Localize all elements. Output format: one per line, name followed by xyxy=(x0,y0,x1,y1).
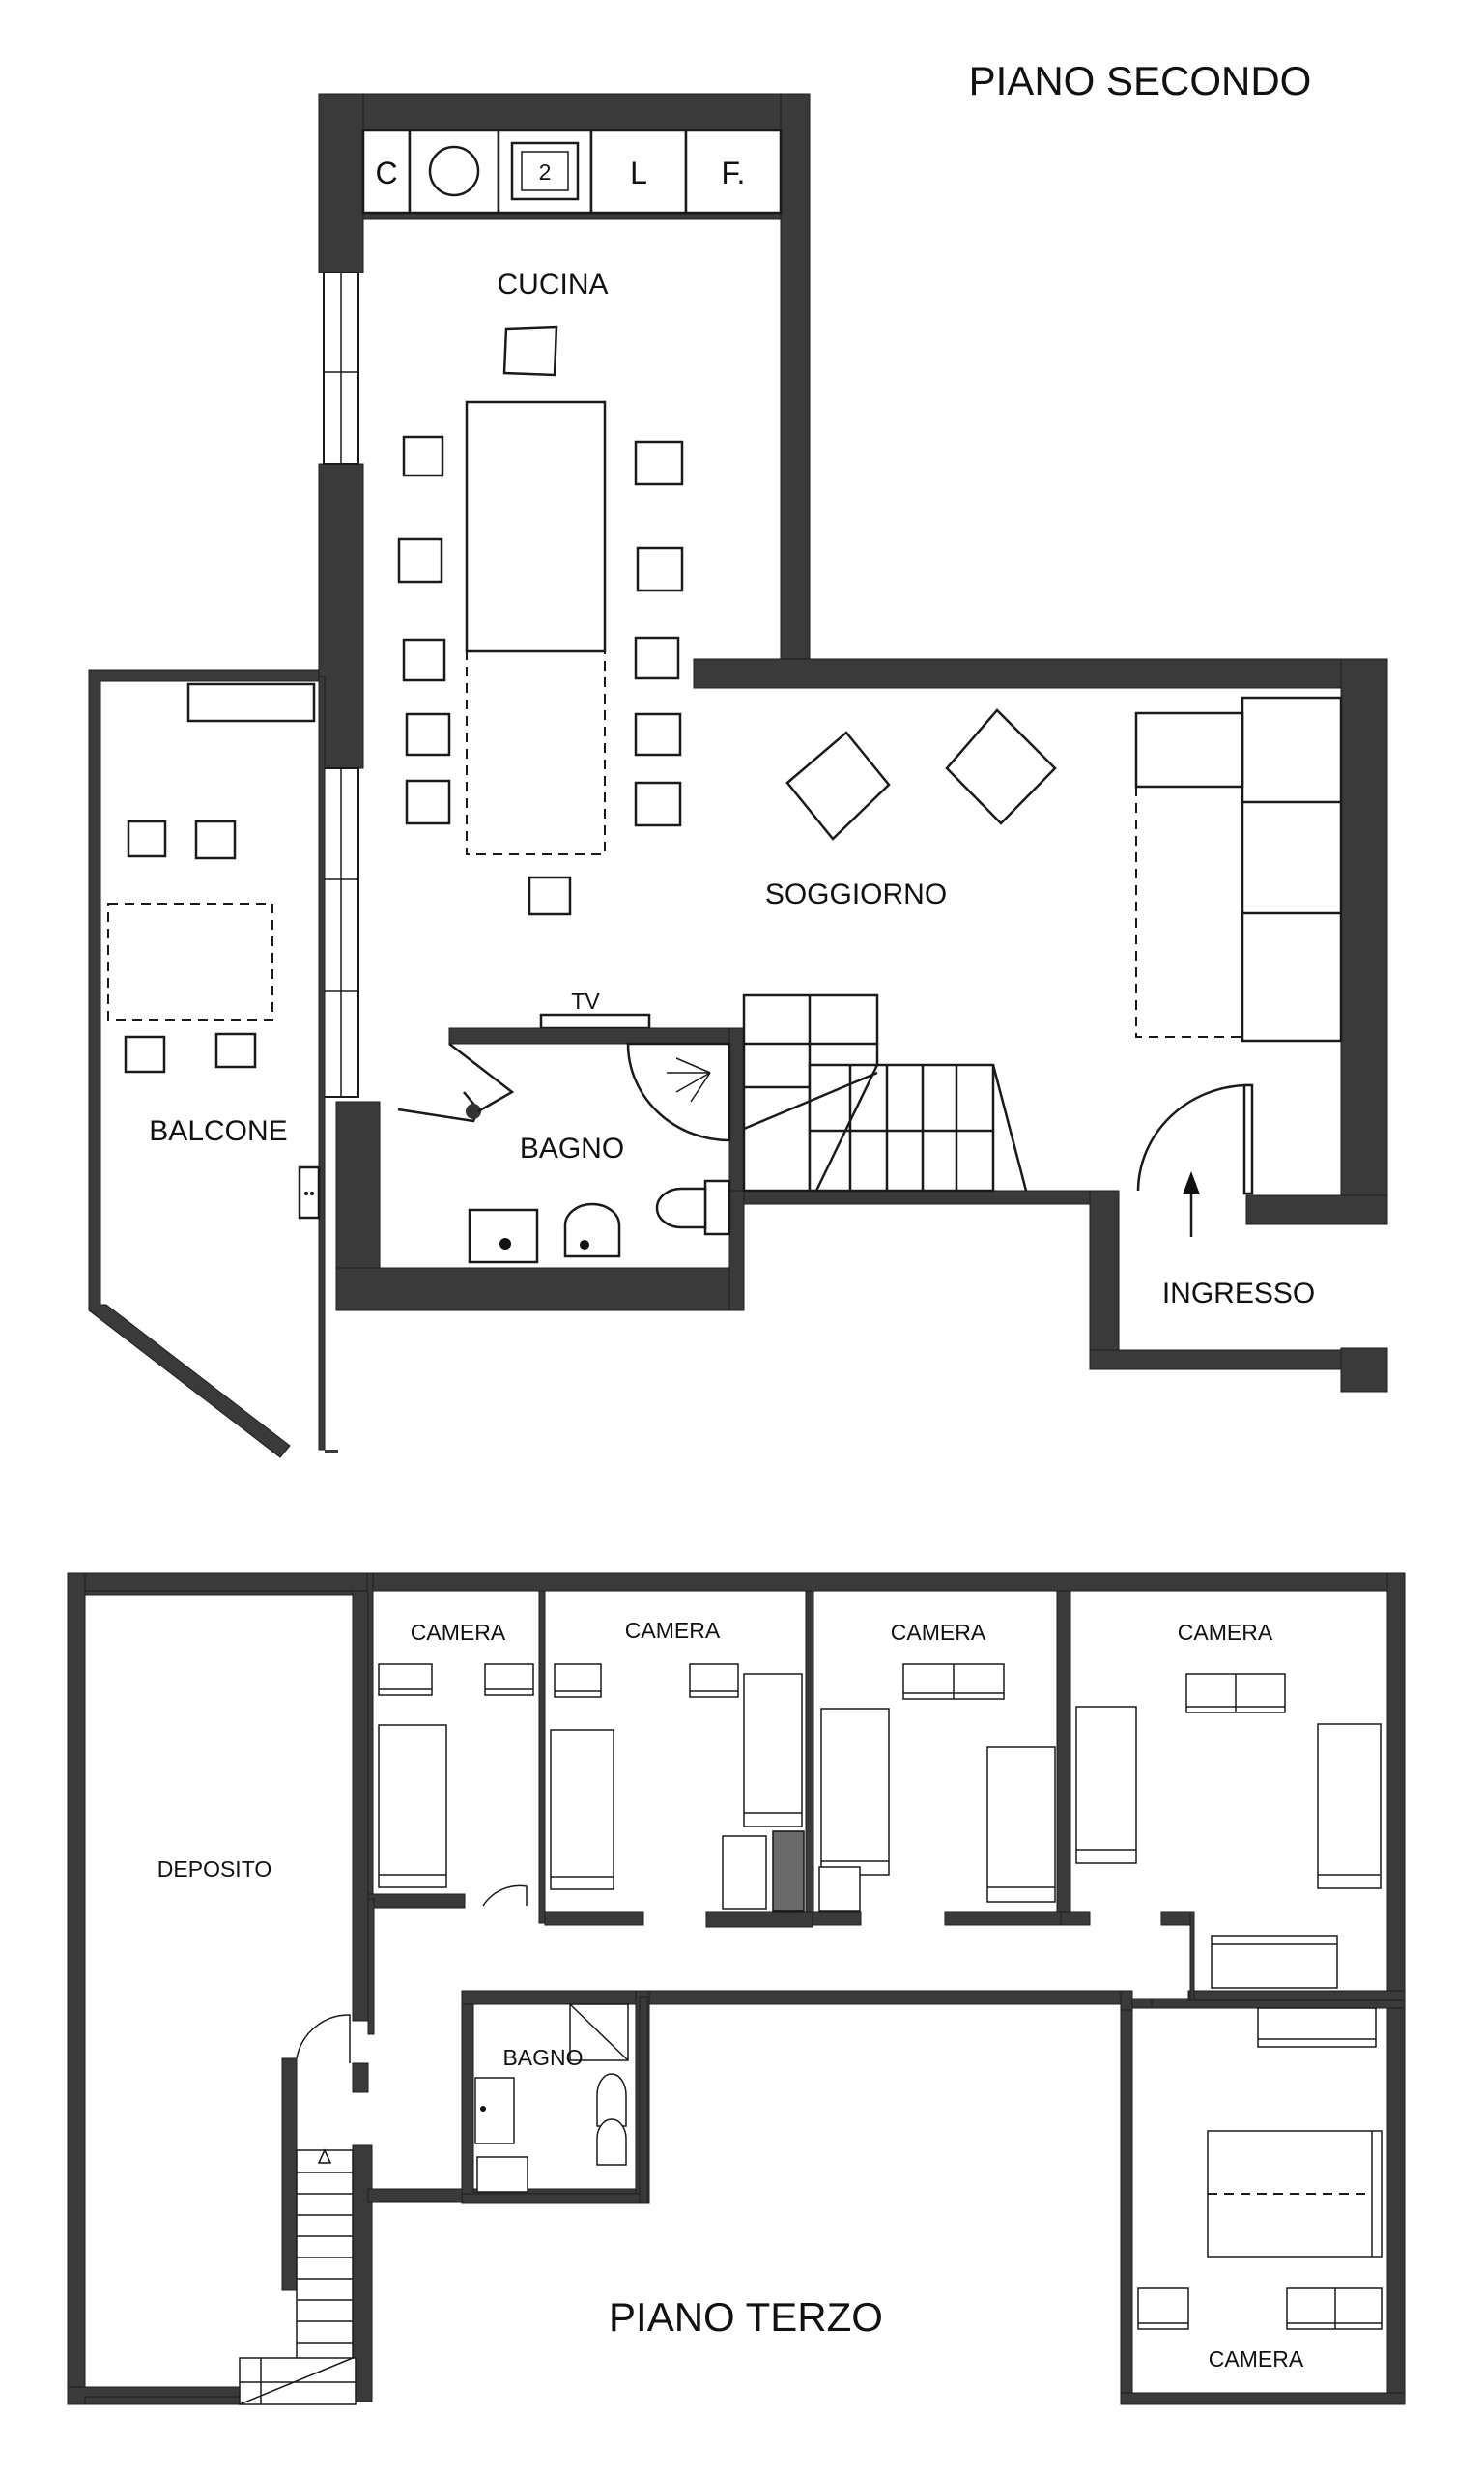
nightstand xyxy=(378,1663,433,1696)
toilet xyxy=(655,1187,707,1229)
bedroom-1-label: CAMERA xyxy=(411,1620,506,1645)
sink xyxy=(468,1208,539,1264)
nightstand xyxy=(1137,2287,1189,2330)
dresser xyxy=(1257,2007,1377,2048)
bed xyxy=(820,1708,890,1876)
living-room-label: SOGGIORNO xyxy=(765,878,947,910)
oven-number: 2 xyxy=(539,159,552,185)
nightstand xyxy=(689,1663,739,1698)
wardrobe xyxy=(722,1835,767,1910)
tv-label: TV xyxy=(571,989,600,1014)
second-floor-plan: PIANO SECONDO C 2 L F. xyxy=(88,58,1388,1458)
appliance-label-f: F. xyxy=(722,156,746,190)
entrance-door xyxy=(1136,1083,1254,1237)
living-room-walls xyxy=(693,658,1388,1393)
chair xyxy=(397,537,443,584)
third-floor-plan: DEPOSITO xyxy=(67,1572,1406,2405)
chair xyxy=(634,781,682,827)
chair xyxy=(636,546,684,592)
bathroom-label: BAGNO xyxy=(520,1133,624,1165)
tv xyxy=(539,1013,651,1030)
shower-tray xyxy=(476,2156,528,2193)
bed xyxy=(550,1729,614,1890)
bed xyxy=(1317,1723,1382,1889)
balcony-table xyxy=(107,903,273,1021)
bed xyxy=(986,1746,1056,1903)
bedroom-door xyxy=(482,1884,528,1907)
nightstand-pair xyxy=(1286,2287,1383,2330)
balcony-planter xyxy=(186,682,316,723)
chair xyxy=(402,435,444,477)
cabinet-c xyxy=(361,129,412,215)
nightstand xyxy=(554,1663,602,1698)
bedroom-5-label: CAMERA xyxy=(1209,2346,1304,2372)
bathroom-door xyxy=(397,1091,480,1123)
balcony-walls xyxy=(88,669,338,1458)
kitchen-label: CUCINA xyxy=(497,269,608,301)
entrance-label: INGRESSO xyxy=(1162,1278,1315,1309)
armchair xyxy=(945,708,1057,825)
third-floor-title: PIANO TERZO xyxy=(609,2294,883,2340)
chair xyxy=(528,876,572,916)
third-floor-stair xyxy=(239,2148,357,2405)
storage-door xyxy=(296,2014,351,2063)
shower-icon xyxy=(626,1042,731,1142)
chair xyxy=(405,779,451,825)
sofa xyxy=(1134,696,1343,1043)
kitchen-appliances: C 2 L F. xyxy=(361,129,783,215)
bedroom-3-label: CAMERA xyxy=(891,1620,986,1645)
bedroom-3: CAMERA xyxy=(818,1620,1056,1912)
chair xyxy=(634,440,684,486)
chair xyxy=(124,1035,166,1074)
toilet-tank xyxy=(703,1179,731,1236)
dining-table xyxy=(465,400,607,653)
chair xyxy=(634,636,680,680)
balcony-label: BALCONE xyxy=(149,1115,287,1147)
wardrobe xyxy=(818,1866,861,1912)
bedroom-4-label: CAMERA xyxy=(1178,1620,1273,1645)
balcony-outlet xyxy=(298,1165,321,1220)
kitchen-windows xyxy=(323,272,359,1098)
nightstand xyxy=(484,1663,534,1696)
hob-burner-icon xyxy=(428,145,480,197)
bedroom-1: CAMERA xyxy=(378,1620,534,1888)
appliance-label-l: L xyxy=(630,156,647,190)
chair xyxy=(634,712,682,757)
bedroom-5: CAMERA xyxy=(1137,2007,1383,2372)
bidet xyxy=(596,2118,627,2166)
chair xyxy=(194,820,237,860)
bedroom-walls xyxy=(538,1590,1195,2001)
bidet xyxy=(563,1202,621,1258)
third-floor-bathroom: BAGNO xyxy=(461,1996,648,2204)
armchair xyxy=(785,731,891,841)
stair-up-arrow-icon xyxy=(317,2148,332,2164)
dining-table-extension xyxy=(466,650,606,855)
shower-spray xyxy=(667,1057,711,1103)
chair xyxy=(214,1032,257,1069)
bed xyxy=(743,1673,803,1827)
staircase xyxy=(742,993,1028,1193)
bedroom-4: CAMERA xyxy=(1075,1620,1382,1989)
chair xyxy=(127,820,167,858)
wardrobe xyxy=(1211,1935,1338,1989)
bathroom-walls xyxy=(335,1027,745,1311)
appliance-label-c: C xyxy=(375,156,397,190)
third-floor-outer-walls xyxy=(67,1572,1406,2405)
toilet xyxy=(596,2073,627,2127)
chair xyxy=(405,712,451,757)
second-floor-title: PIANO SECONDO xyxy=(969,58,1312,103)
closet xyxy=(772,1830,805,1912)
storage-walls xyxy=(84,1590,373,2405)
chair xyxy=(502,325,558,377)
dining-table-group xyxy=(397,325,684,916)
chair xyxy=(402,638,446,682)
bedroom-2: CAMERA xyxy=(550,1618,805,1912)
bed xyxy=(1075,1706,1137,1864)
bed xyxy=(378,1724,447,1888)
storage-label: DEPOSITO xyxy=(157,1856,271,1882)
bedroom-2-label: CAMERA xyxy=(625,1618,721,1643)
third-bathroom-label: BAGNO xyxy=(502,2045,583,2070)
fridge xyxy=(684,129,783,215)
